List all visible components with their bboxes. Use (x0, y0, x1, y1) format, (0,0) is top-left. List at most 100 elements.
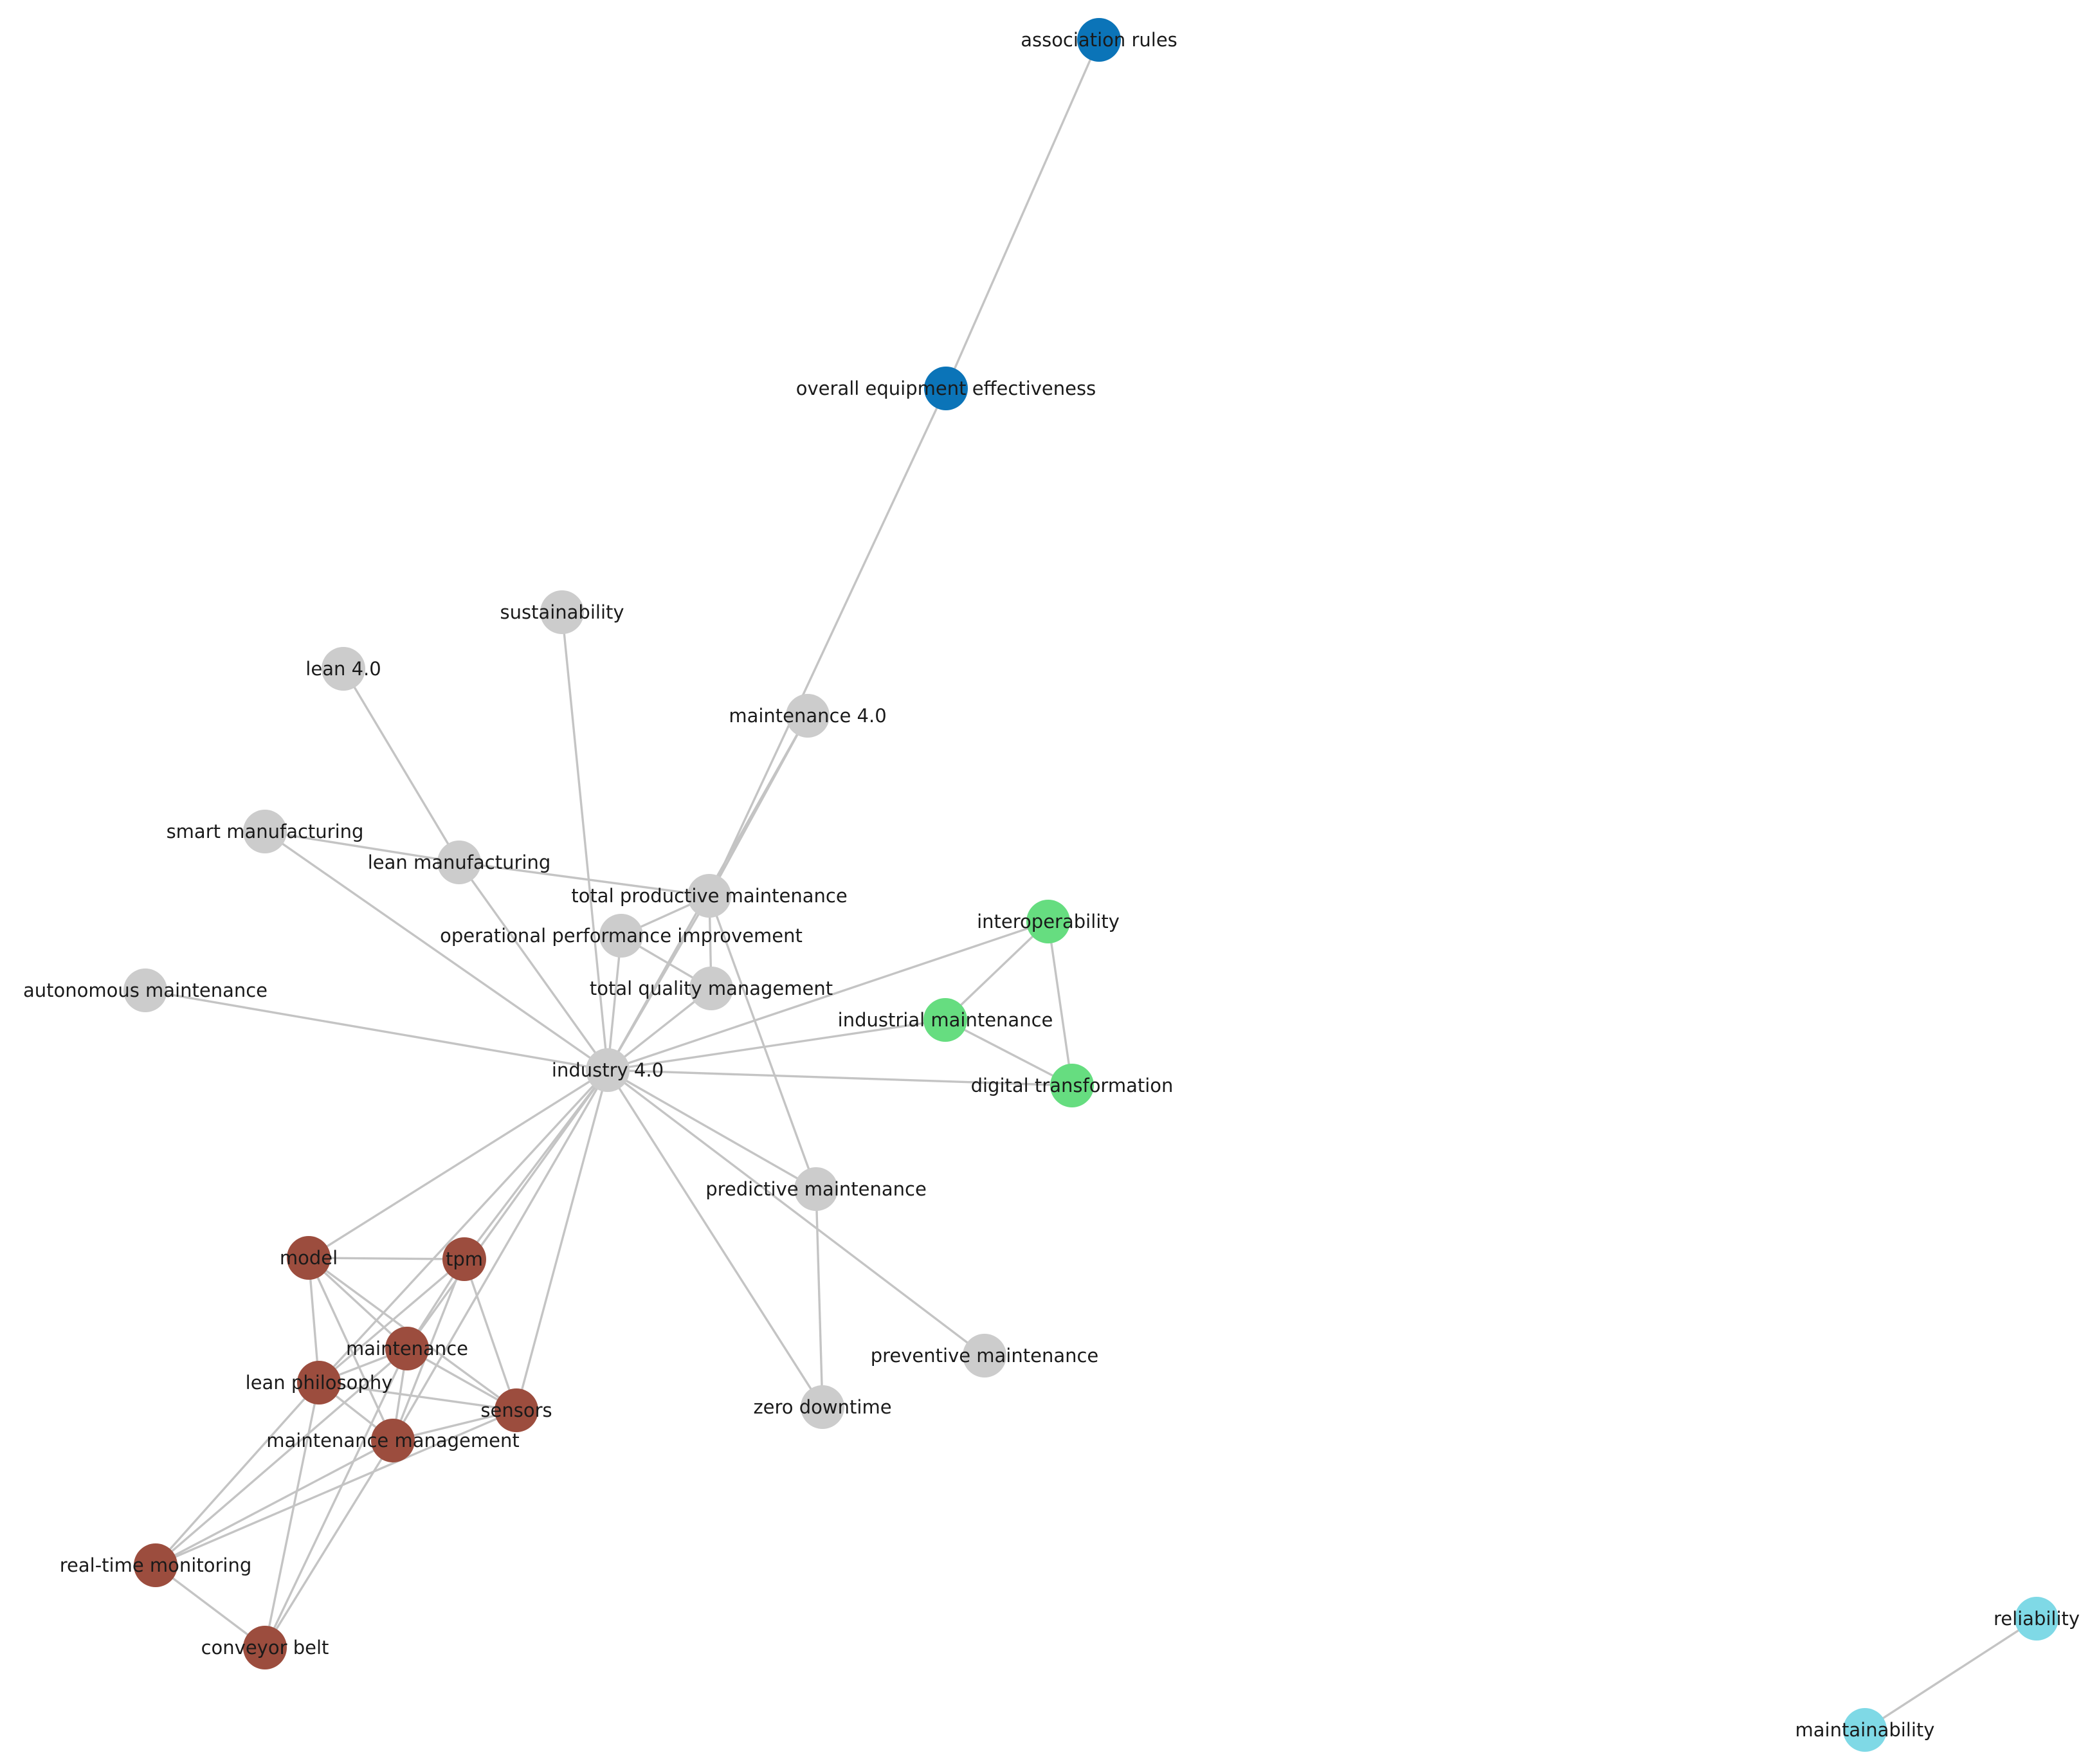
node-marker-maintenance (385, 1327, 429, 1370)
node-label-predictive-maintenance: predictive maintenance (705, 1178, 927, 1200)
edge-tpm--sensors (463, 1259, 518, 1411)
edge-lean-philosophy--sensors (318, 1381, 517, 1412)
edge-lean-philosophy--conveyor-belt (264, 1382, 320, 1648)
edge-interoperability--industrial-maintenance (944, 920, 1050, 1021)
edge-industry-4-0--industrial-maintenance (607, 1019, 946, 1071)
node-marker-sensors (495, 1388, 538, 1432)
edge-industry-4-0--maintenance (406, 1069, 609, 1349)
node-total-productive-maintenance: total productive maintenance (571, 874, 848, 918)
node-label-reliability: reliability (1994, 1608, 2080, 1630)
node-marker-operational-performance-improvement (599, 914, 643, 958)
node-marker-conveyor-belt (243, 1626, 287, 1669)
node-marker-digital-transformation (1050, 1064, 1094, 1107)
node-digital-transformation: digital transformation (971, 1064, 1174, 1107)
node-real-time-monitoring: real-time monitoring (60, 1543, 251, 1587)
node-label-maintenance-management: maintenance management (266, 1430, 519, 1451)
node-label-total-quality-management: total quality management (590, 977, 833, 999)
edge-smart-manufacturing--lean-manufacturing (264, 830, 460, 864)
node-maintenance-management: maintenance management (266, 1419, 520, 1462)
node-marker-total-productive-maintenance (687, 874, 731, 918)
edge-industry-4-0--preventive-maintenance (606, 1069, 986, 1357)
node-marker-maintainability (1843, 1708, 1887, 1752)
node-marker-industry-4-0 (586, 1048, 630, 1092)
edge-industry-4-0--model (308, 1069, 608, 1259)
edge-maintenance-management--conveyor-belt (264, 1440, 394, 1648)
node-label-tpm: tpm (446, 1248, 483, 1270)
node-maintenance-4-0: maintenance 4.0 (729, 694, 887, 738)
node-label-total-productive-maintenance: total productive maintenance (571, 885, 847, 907)
node-label-zero-downtime: zero downtime (753, 1396, 891, 1418)
edge-smart-manufacturing--industry-4-0 (264, 830, 608, 1071)
node-marker-lean-philosophy (297, 1361, 341, 1405)
node-label-smart-manufacturing: smart manufacturing (167, 821, 364, 842)
edge-autonomous-maintenance--industry-4-0 (145, 989, 608, 1071)
edge-overall-equipment-effectiveness--total-productive-maintenance (708, 388, 947, 896)
node-interoperability: interoperability (977, 900, 1120, 943)
node-label-lean-manufacturing: lean manufacturing (368, 851, 551, 873)
edge-total-productive-maintenance--predictive-maintenance (708, 895, 817, 1190)
node-label-sensors: sensors (480, 1399, 552, 1421)
node-label-industry-4-0: industry 4.0 (552, 1059, 664, 1081)
node-maintenance: maintenance (346, 1327, 468, 1370)
node-label-maintenance-4-0: maintenance 4.0 (729, 705, 886, 727)
node-smart-manufacturing: smart manufacturing (167, 810, 364, 853)
node-reliability: reliability (1994, 1597, 2080, 1641)
node-autonomous-maintenance: autonomous maintenance (23, 968, 268, 1012)
node-lean-4-0: lean 4.0 (305, 647, 381, 691)
node-label-digital-transformation: digital transformation (971, 1075, 1174, 1096)
node-marker-maintenance-4-0 (786, 694, 830, 738)
node-marker-smart-manufacturing (243, 810, 287, 853)
edge-industry-4-0--sensors (515, 1069, 609, 1411)
node-industrial-maintenance: industrial maintenance (838, 998, 1053, 1042)
node-label-sustainability: sustainability (500, 601, 624, 623)
edge-industry-4-0--digital-transformation (607, 1069, 1073, 1087)
node-marker-industrial-maintenance (923, 998, 967, 1042)
edge-tpm--lean-philosophy (318, 1258, 466, 1384)
edge-interoperability--digital-transformation (1047, 921, 1073, 1086)
node-marker-real-time-monitoring (134, 1543, 177, 1587)
edge-lean-manufacturing--industry-4-0 (458, 862, 609, 1071)
edge-industry-4-0--lean-philosophy (318, 1069, 609, 1384)
node-marker-maintenance-management (371, 1419, 415, 1462)
node-label-conveyor-belt: conveyor belt (201, 1637, 329, 1659)
node-label-maintainability: maintainability (1795, 1719, 1935, 1741)
node-marker-lean-4-0 (322, 647, 365, 691)
node-maintainability: maintainability (1795, 1708, 1935, 1752)
node-marker-lean-manufacturing (437, 841, 481, 884)
nodes-layer: association rules overall equipment effec… (23, 18, 2080, 1752)
node-marker-total-quality-management (689, 967, 733, 1010)
node-predictive-maintenance: predictive maintenance (705, 1167, 927, 1211)
edge-industry-4-0--zero-downtime (606, 1069, 824, 1408)
node-label-lean-philosophy: lean philosophy (246, 1372, 393, 1394)
node-label-autonomous-maintenance: autonomous maintenance (23, 979, 268, 1001)
edge-industry-4-0--interoperability (607, 920, 1049, 1071)
node-marker-zero-downtime (801, 1385, 844, 1429)
edge-model--maintenance (307, 1257, 408, 1350)
node-marker-interoperability (1026, 900, 1070, 943)
edge-lean-4-0--lean-manufacturing (342, 668, 460, 863)
node-marker-overall-equipment-effectiveness (924, 367, 968, 410)
node-total-quality-management: total quality management (590, 967, 833, 1010)
node-sensors: sensors (480, 1388, 552, 1432)
edge-sensors--real-time-monitoring (155, 1409, 517, 1567)
node-tpm: tpm (442, 1237, 486, 1281)
node-association-rules: association rules (1021, 18, 1177, 62)
edges-layer (145, 39, 2037, 1731)
edge-industry-4-0--predictive-maintenance (607, 1069, 817, 1190)
edge-total-productive-maintenance--industry-4-0 (606, 895, 711, 1071)
edge-lean-philosophy--real-time-monitoring (154, 1381, 320, 1567)
node-label-real-time-monitoring: real-time monitoring (60, 1554, 251, 1576)
node-model: model (280, 1236, 338, 1280)
node-label-maintenance: maintenance (346, 1338, 468, 1359)
node-label-association-rules: association rules (1021, 29, 1177, 51)
node-overall-equipment-effectiveness: overall equipment effectiveness (796, 367, 1096, 410)
edge-lean-manufacturing--total-productive-maintenance (459, 861, 710, 897)
node-zero-downtime: zero downtime (753, 1385, 892, 1429)
node-label-lean-4-0: lean 4.0 (305, 658, 381, 680)
node-label-preventive-maintenance: preventive maintenance (871, 1345, 1099, 1367)
node-label-operational-performance-improvement: operational performance improvement (440, 925, 803, 947)
edge-maintenance--real-time-monitoring (154, 1347, 408, 1567)
node-lean-manufacturing: lean manufacturing (368, 841, 551, 884)
node-operational-performance-improvement: operational performance improvement (440, 914, 803, 958)
